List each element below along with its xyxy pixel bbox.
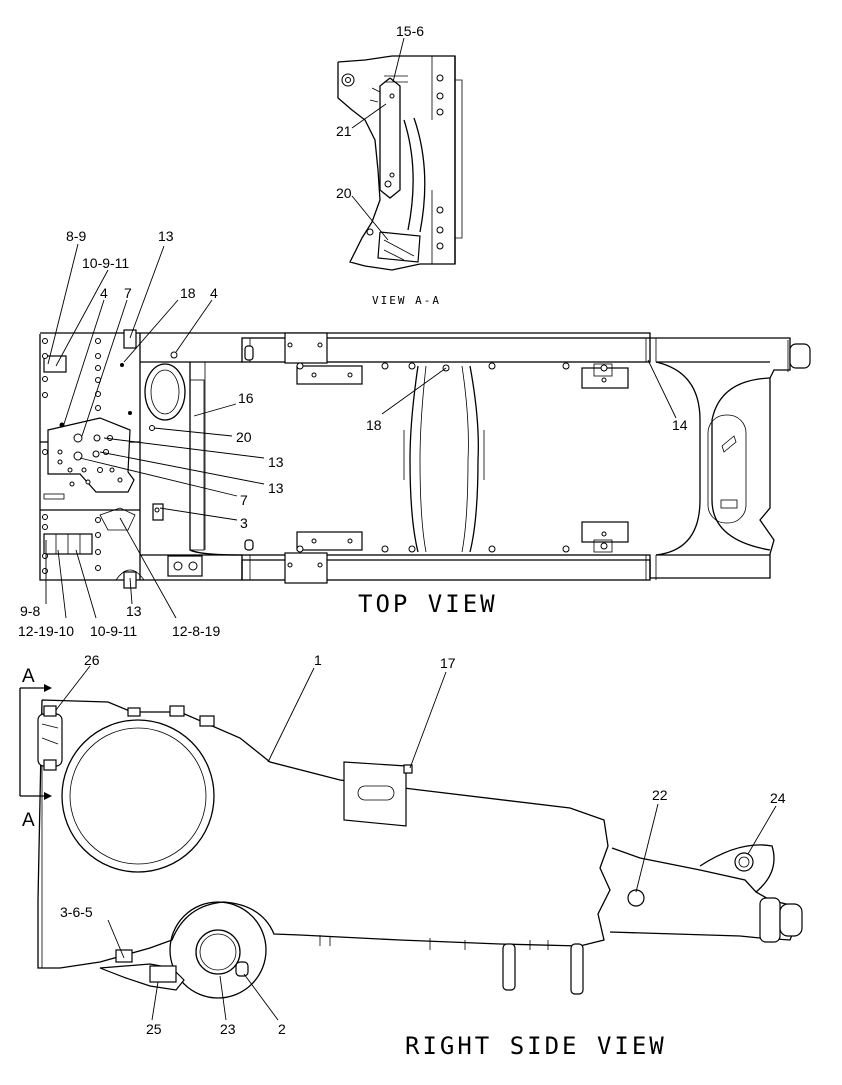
callout-8-9: 8-9 (66, 228, 86, 244)
callout-22: 22 (652, 787, 668, 803)
callout-7-mid: 7 (240, 492, 248, 508)
callout-23: 23 (220, 1021, 236, 1037)
section-a-markers (19, 684, 52, 800)
top-view-holes (42, 338, 608, 574)
callout-15-6: 15-6 (396, 23, 424, 39)
callout-20-top: 20 (236, 429, 252, 445)
right-side-view-drawing (37, 699, 803, 999)
view-aa-leaders (351, 37, 405, 241)
view-aa-drawing (337, 55, 463, 271)
callout-4-left: 4 (100, 285, 108, 301)
callout-20-view-aa: 20 (336, 185, 352, 201)
callout-13-top: 13 (158, 228, 174, 244)
callout-25: 25 (146, 1021, 162, 1037)
callout-13-mid-b: 13 (268, 480, 284, 496)
callout-18-center: 18 (366, 417, 382, 433)
callout-24: 24 (770, 790, 786, 806)
callout-9-8: 9-8 (20, 603, 40, 619)
top-view-title: TOP VIEW (358, 590, 498, 618)
section-a-label-bottom: A (22, 810, 35, 831)
section-a-label-top: A (22, 666, 35, 687)
top-view-leaders (45, 243, 677, 619)
callout-3-6-5: 3-6-5 (60, 904, 93, 920)
callout-13-mid-a: 13 (268, 454, 284, 470)
callout-26: 26 (84, 652, 100, 668)
callout-4-right: 4 (210, 285, 218, 301)
callout-18-left: 18 (180, 285, 196, 301)
callout-10-9-11-bottom: 10-9-11 (90, 623, 137, 639)
callout-16: 16 (238, 390, 254, 406)
callout-13-bottom: 13 (126, 603, 142, 619)
callout-2: 2 (278, 1021, 286, 1037)
callout-17: 17 (440, 655, 456, 671)
callout-1: 1 (314, 652, 322, 668)
callout-21: 21 (336, 123, 352, 139)
top-view-drawing (39, 329, 811, 589)
callout-12-8-19: 12-8-19 (172, 623, 220, 639)
view-aa-title: VIEW A-A (372, 294, 441, 307)
callout-7-top: 7 (124, 285, 132, 301)
callout-10-9-11-top: 10-9-11 (82, 255, 129, 271)
right-side-view-title: RIGHT SIDE VIEW (405, 1032, 667, 1060)
right-side-view-leaders (55, 665, 777, 1021)
callout-12-19-10: 12-19-10 (18, 623, 74, 639)
callout-14: 14 (672, 417, 688, 433)
callout-3-top: 3 (240, 515, 248, 531)
